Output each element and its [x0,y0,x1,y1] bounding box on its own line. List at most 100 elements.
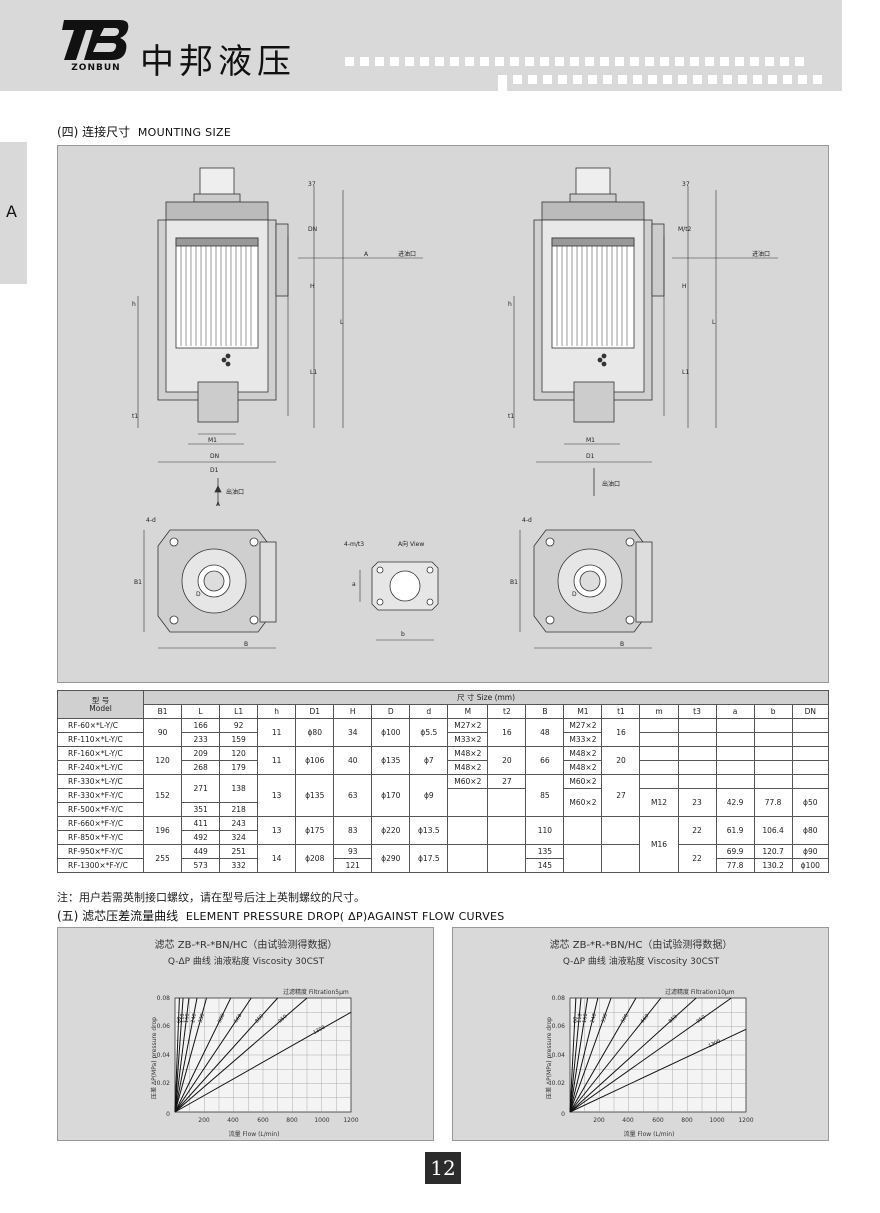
col-header: M [447,704,489,719]
series-line-160 [569,997,589,1113]
cell: 255 [143,844,183,873]
outlet-right-label: 出油口 [602,480,620,488]
cell: 42.9 [715,788,755,817]
logo-wordmark: ZONBUN [71,63,121,73]
model-cell: RF-500×*F-Y/C [56,802,145,817]
cell: 411 [181,816,221,831]
col-header: h [257,704,297,719]
col-header: L [181,704,221,719]
section-title-cn: (五) 滤芯压差流量曲线 [57,909,179,923]
col-header: a [715,704,755,719]
model-cell: RF-60×*L-Y/C [56,718,145,733]
series-line-850 [174,997,279,1113]
col-header: d [409,704,449,719]
series-label: 330 [600,1013,609,1024]
cell: M60×2 [563,774,603,789]
cell: 492 [181,830,221,845]
cell: 85 [525,774,565,817]
cell [563,844,603,873]
cell [715,718,755,733]
dim-37-label: 37 [308,181,316,188]
size-header-unit: Size (mm) [476,692,516,702]
cell [677,746,717,761]
model-cell: RF-110×*L-Y/C [56,732,145,747]
section-title-en: ELEMENT PRESSURE DROP( ΔP)AGAINST FLOW C… [185,910,505,923]
series-line-160 [174,997,190,1113]
chart-x-ticks: 200 400 600 800 1000 1200 [198,1117,359,1124]
side-tab: A [0,142,27,284]
y-tick-label: 0.04 [552,1052,566,1059]
series-label: 1300 [708,1038,722,1049]
b-label: B [244,641,248,648]
col-header: b [753,704,793,719]
cell: 63 [333,774,373,817]
cell: 23 [677,788,717,817]
chart-ylabel: 压差 ΔP(MPa) pressure drop [150,1017,158,1099]
cell: 138 [219,774,259,803]
l-label: L [340,319,344,326]
l1-label: L1 [310,369,317,376]
chart-y-ticks: 0.08 0.06 0.04 0.02 0 [552,995,566,1118]
cell: M27×2 [563,718,603,733]
cell: 152 [143,774,183,817]
cell: 233 [181,732,221,747]
cell: ϕ170 [371,774,411,817]
cell: M48×2 [563,760,603,775]
series-label: 160 [582,1013,589,1023]
col-header: B [525,704,565,719]
cell: ϕ100 [791,858,830,873]
table-row: RF-330×*L-Y/C 152 271 138 13 ϕ135 63 ϕ17… [56,774,830,817]
section-mounting-size-title: (四) 连接尺寸 MOUNTING SIZE [57,123,231,140]
cell [487,844,527,873]
cell: 11 [257,718,297,747]
cell [639,760,679,775]
series-label: 330 [198,1013,206,1024]
cell: 22 [677,816,717,845]
cell [753,718,793,733]
cell [677,760,717,775]
series-label: 950 [277,1014,288,1025]
cell [753,746,793,761]
col-header: DN [791,704,830,719]
cell: 77.8 [715,858,755,873]
x-tick-label: 1200 [343,1117,358,1124]
brand-name: 中邦液压 [140,42,296,82]
cell: 268 [181,760,221,775]
series-label: 110 [577,1013,584,1023]
cell: 106.4 [753,816,793,845]
mounting-drawing: 37 DN A 进油口 H h L L1 t1 M1 DN D1 出油口 A [132,167,778,649]
x-tick-label: 400 [227,1117,239,1124]
series-label: 110 [179,1013,186,1023]
cell: 90 [143,718,183,747]
imperial-thread-note: 注：用户若需英制接口螺纹，请在型号后注上英制螺纹的尺寸。 [57,891,365,904]
inlet-right-label: 进油口 [752,250,770,258]
h-lower-label: h [132,301,136,308]
cell: 332 [219,858,259,873]
cell: 66 [525,746,565,775]
series-line-330 [174,997,208,1113]
chart-x-ticks: 200 400 600 800 1000 1200 [593,1117,754,1124]
series-line-1300 [569,1028,747,1113]
a-bottom-label: A [216,501,221,508]
cell: 34 [333,718,373,747]
cell [791,732,830,747]
series-line-110 [569,997,582,1113]
chart-xlabel: 流量 Flow (L/min) [229,1130,280,1138]
cell: ϕ5.5 [409,718,449,747]
cell: 573 [181,858,221,873]
cell [715,746,755,761]
series-line-660 [569,997,662,1113]
a-view-label: A向 View [398,540,424,548]
cell: ϕ208 [295,844,335,873]
cell: 449 [181,844,221,859]
a-arrow-label: A [364,251,369,258]
cell: ϕ13.5 [409,816,449,845]
page-header: ZONBUN 中邦液压 [0,0,842,93]
table-row: RF-950×*F-Y/C 255 449 251 14 ϕ208 93 ϕ29… [56,844,830,873]
b1-right-label: B1 [510,579,518,586]
cell [677,718,717,733]
cell: ϕ80 [295,718,335,747]
cell: 166 [181,718,221,733]
cell [447,816,489,845]
